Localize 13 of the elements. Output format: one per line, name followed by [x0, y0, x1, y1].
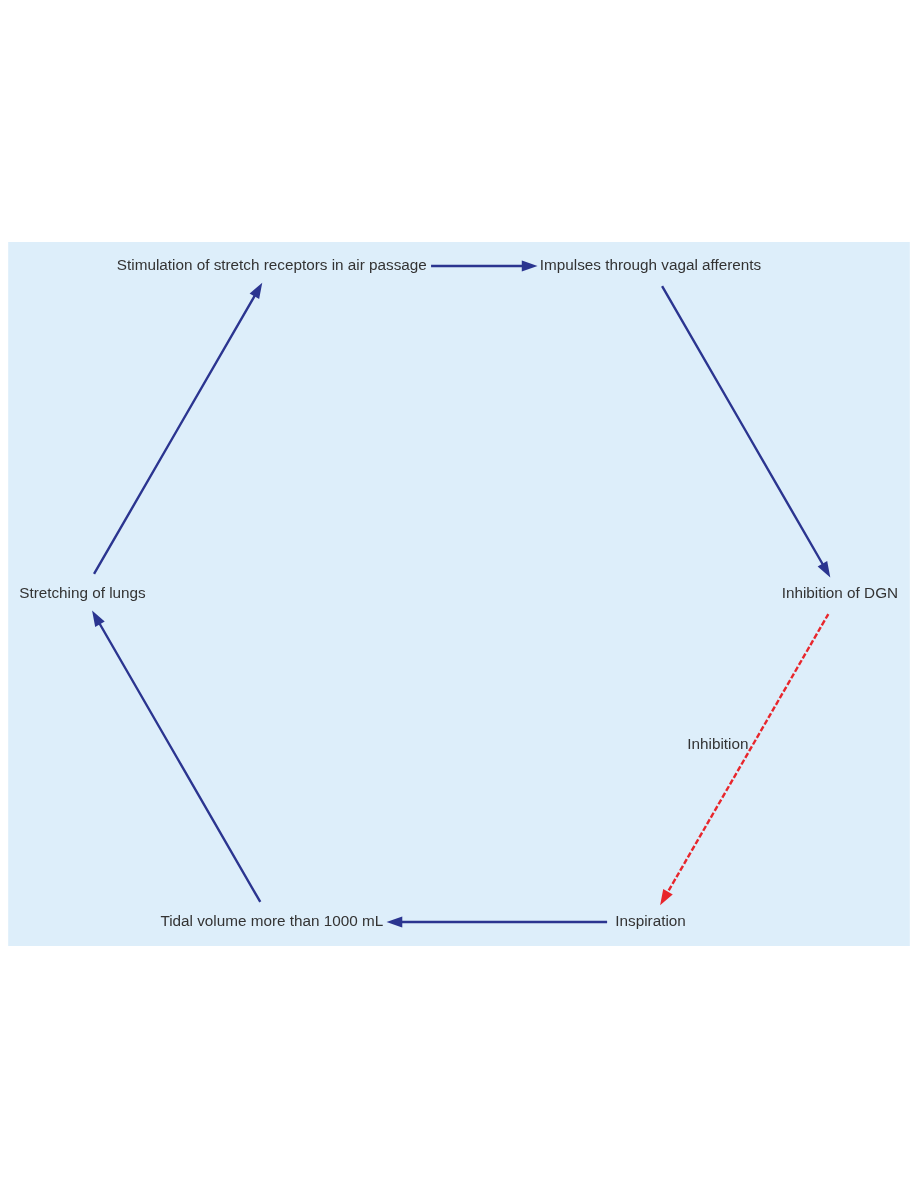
- arrow: [431, 260, 538, 272]
- arrow: [386, 916, 608, 928]
- node-text: Inspiration: [615, 912, 686, 930]
- node-text: Impulses through vagal afferents: [539, 256, 762, 274]
- node-text: Stimulation of stretch receptors in air passage: [116, 256, 427, 274]
- arrow: [92, 610, 262, 903]
- node-text: Tidal volume more than 1000 mL: [160, 912, 384, 930]
- node-text: Inhibition of DGN: [781, 584, 899, 602]
- arrow: [93, 282, 263, 575]
- arrow: [661, 285, 831, 578]
- edge-label: Inhibition: [687, 735, 749, 753]
- node-text: Stretching of lungs: [19, 584, 146, 602]
- arrow: [660, 613, 830, 906]
